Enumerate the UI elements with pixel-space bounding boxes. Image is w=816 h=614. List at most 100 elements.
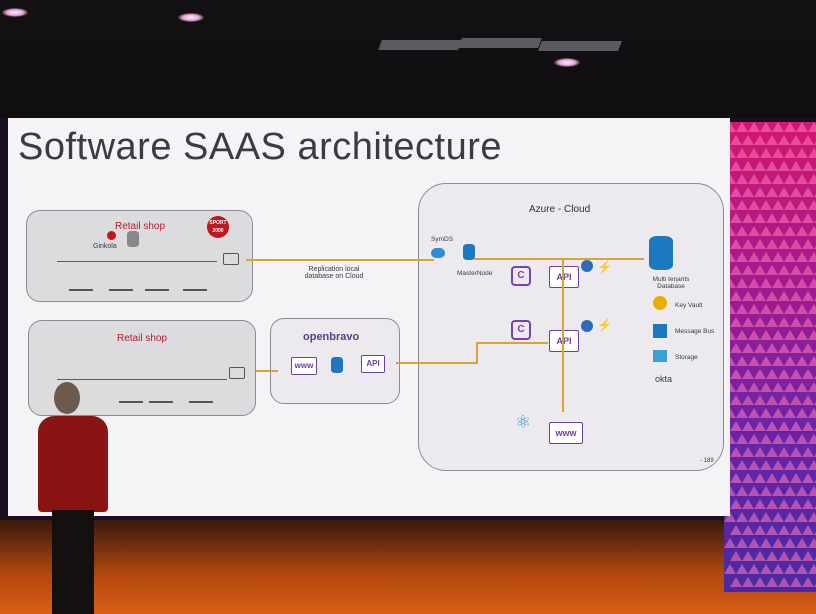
decorative-triangle xyxy=(730,291,742,301)
decorative-triangle xyxy=(730,317,742,327)
decorative-triangle xyxy=(754,473,766,483)
ceiling-panel xyxy=(538,41,622,51)
decorative-triangle xyxy=(736,148,748,158)
decorative-triangle xyxy=(742,135,754,145)
masternode-tenants-connector xyxy=(474,258,644,260)
decorative-triangle xyxy=(796,460,808,470)
decorative-triangle xyxy=(778,473,790,483)
decorative-triangle xyxy=(748,174,760,184)
decorative-triangle xyxy=(754,135,766,145)
storage-label: Storage xyxy=(675,354,698,361)
workstation-icon xyxy=(119,385,143,403)
decorative-triangle xyxy=(754,369,766,379)
decorative-triangle xyxy=(766,239,778,249)
decorative-triangle xyxy=(754,525,766,535)
decorative-triangle xyxy=(748,460,760,470)
decorative-triangle xyxy=(760,122,772,132)
decorative-triangle xyxy=(808,512,816,522)
decorative-triangle xyxy=(760,200,772,210)
decorative-triangle xyxy=(742,187,754,197)
decorative-triangle xyxy=(724,382,736,392)
decorative-triangle xyxy=(784,356,796,366)
decorative-triangle xyxy=(796,408,808,418)
decorative-triangle xyxy=(736,512,748,522)
decorative-triangle xyxy=(772,226,784,236)
decorative-triangle xyxy=(790,239,802,249)
decorative-triangle xyxy=(802,213,814,223)
database-icon xyxy=(127,231,139,247)
decorative-triangle xyxy=(814,135,816,145)
decorative-triangle xyxy=(760,148,772,158)
decorative-triangle xyxy=(748,356,760,366)
decorative-triangle xyxy=(796,538,808,548)
ceiling-panel xyxy=(458,38,542,48)
decorative-triangle xyxy=(808,356,816,366)
decorative-triangle xyxy=(760,174,772,184)
api-vertical-connector xyxy=(562,258,564,412)
decorative-triangle xyxy=(730,265,742,275)
decorative-triangle xyxy=(784,564,796,574)
decorative-triangle xyxy=(748,278,760,288)
decorative-triangle xyxy=(748,382,760,392)
kubernetes-icon xyxy=(581,320,593,332)
decorative-triangle xyxy=(772,486,784,496)
decorative-triangle xyxy=(748,538,760,548)
decorative-triangle xyxy=(724,278,736,288)
decorative-triangle xyxy=(736,408,748,418)
storage-icon xyxy=(653,350,667,362)
decorative-triangle xyxy=(766,525,778,535)
decorative-triangle xyxy=(814,161,816,171)
decorative-triangle xyxy=(748,330,760,340)
kubernetes-icon xyxy=(581,260,593,272)
decorative-triangle xyxy=(766,187,778,197)
decorative-triangle xyxy=(778,447,790,457)
decorative-triangle xyxy=(796,512,808,522)
decorative-triangle xyxy=(790,135,802,145)
decorative-triangle xyxy=(814,473,816,483)
router-icon xyxy=(223,253,239,265)
decorative-triangle xyxy=(784,174,796,184)
decorative-triangle xyxy=(802,525,814,535)
decorative-triangle xyxy=(772,278,784,288)
decorative-triangle xyxy=(778,291,790,301)
decorative-triangle xyxy=(808,434,816,444)
decorative-triangle xyxy=(778,161,790,171)
decorative-triangle xyxy=(808,304,816,314)
decorative-triangle xyxy=(772,148,784,158)
decorative-triangle xyxy=(748,408,760,418)
decorative-triangle xyxy=(814,525,816,535)
decorative-triangle xyxy=(754,291,766,301)
workstation-icon xyxy=(189,385,213,403)
decorative-triangle xyxy=(760,278,772,288)
decorative-triangle xyxy=(748,564,760,574)
decorative-triangle xyxy=(802,473,814,483)
decorative-triangle xyxy=(772,304,784,314)
decorative-triangle xyxy=(802,551,814,561)
decorative-triangle xyxy=(730,187,742,197)
decorative-triangle xyxy=(790,187,802,197)
decorative-triangle xyxy=(802,265,814,275)
decorative-triangle xyxy=(808,226,816,236)
decorative-triangle xyxy=(808,174,816,184)
decorative-triangle xyxy=(754,213,766,223)
decorative-triangle xyxy=(790,395,802,405)
openbravo-box: openbravo www API xyxy=(270,318,400,404)
decorative-triangle xyxy=(802,343,814,353)
decorative-triangle xyxy=(766,421,778,431)
decorative-triangle xyxy=(724,304,736,314)
ceiling-light xyxy=(554,58,580,67)
decorative-triangle xyxy=(796,252,808,262)
database-icon xyxy=(331,357,343,373)
decorative-triangle xyxy=(724,538,736,548)
decorative-triangle xyxy=(802,369,814,379)
cloud-sync-icon xyxy=(431,248,445,258)
retail-shop-bottom-title: Retail shop xyxy=(117,333,168,344)
decorative-triangle xyxy=(742,317,754,327)
decorative-triangle xyxy=(784,278,796,288)
decorative-triangle xyxy=(724,460,736,470)
decorative-triangle xyxy=(760,460,772,470)
decorative-triangle xyxy=(760,356,772,366)
decorative-triangle xyxy=(742,213,754,223)
decorative-triangle xyxy=(754,395,766,405)
decorative-triangle xyxy=(748,226,760,236)
